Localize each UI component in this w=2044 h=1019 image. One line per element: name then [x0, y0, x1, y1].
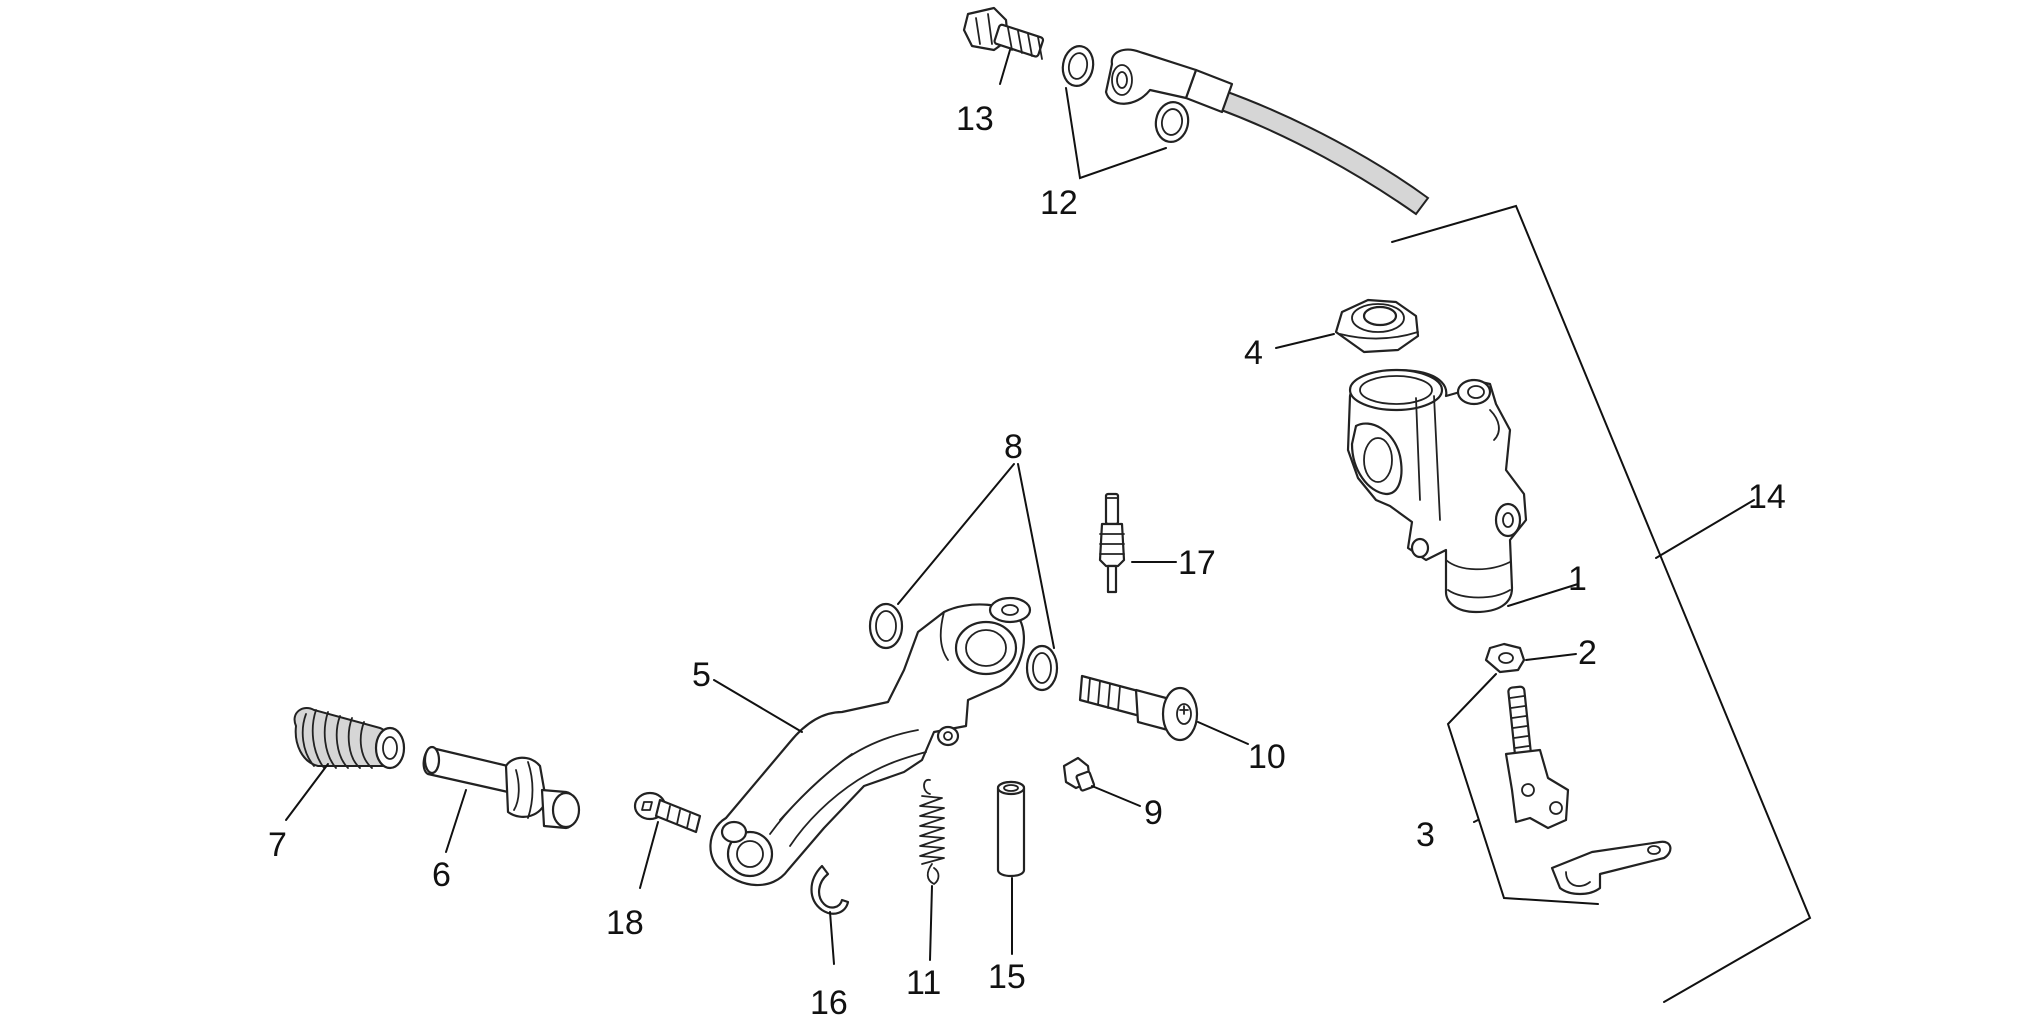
part-10-pivot-pin: [1078, 674, 1199, 742]
callout-7: 7: [268, 826, 287, 864]
callout-17: 17: [1178, 544, 1216, 582]
part-5-brake-pedal: [709, 596, 1032, 887]
callout-3: 3: [1416, 816, 1435, 854]
part-16-circlip: [810, 864, 850, 915]
callout-2: 2: [1578, 634, 1597, 672]
part-1-master-cylinder: [1346, 368, 1528, 614]
part-8-o-rings: [868, 602, 1059, 692]
part-9-screw: [1062, 756, 1096, 792]
callout-15: 15: [988, 958, 1026, 996]
callout-12: 12: [1040, 184, 1078, 222]
callout-4: 4: [1244, 334, 1263, 372]
callout-14: 14: [1748, 478, 1786, 516]
part-6-pedal-shaft: [422, 745, 581, 830]
callout-5: 5: [692, 656, 711, 694]
part-18-cap-screw: [633, 791, 702, 834]
brake-hose: [1104, 48, 1430, 216]
leader-lines: [285, 49, 1812, 1003]
callout-16: 16: [810, 984, 848, 1019]
callout-labels: 1 2 3 4 5 6 7 8 9 10 11 12 13 14 15 16 1…: [268, 100, 1786, 1019]
part-17-switch: [1098, 492, 1126, 594]
part-11-return-spring: [919, 779, 945, 885]
part-7-rubber-boot: [293, 707, 406, 770]
callout-10: 10: [1248, 738, 1286, 776]
callout-9: 9: [1144, 794, 1163, 832]
callout-18: 18: [606, 904, 644, 942]
callout-8: 8: [1004, 428, 1023, 466]
callout-1: 1: [1568, 560, 1587, 598]
callout-13: 13: [956, 100, 994, 138]
part-4-reservoir-cap: [1334, 298, 1420, 354]
part-12-copper-washers: [1061, 45, 1190, 143]
part-15-sleeve: [996, 780, 1026, 878]
part-2-nut: [1484, 642, 1526, 674]
callout-11: 11: [906, 964, 941, 1002]
part-3-pushrod-clevis: [1504, 685, 1672, 896]
part-13-banjo-bolt: [962, 6, 1045, 60]
callout-6: 6: [432, 856, 451, 894]
